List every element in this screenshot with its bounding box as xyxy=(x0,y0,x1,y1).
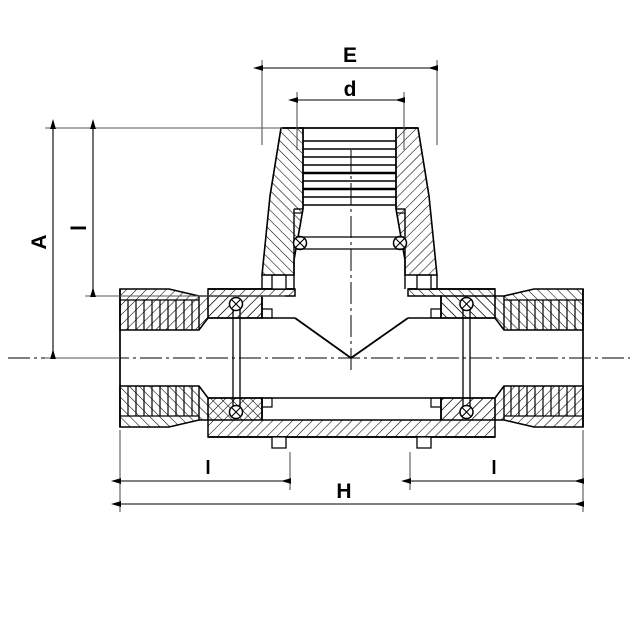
dimension-label-A: A xyxy=(28,234,51,249)
left-oring-pair xyxy=(228,296,244,420)
lug-upper-left xyxy=(271,274,287,290)
right-nut-flange-step-lower xyxy=(430,397,441,408)
left-nut-flange-step-lower xyxy=(262,397,273,408)
dimension-label-l-vertical: l xyxy=(68,225,91,231)
lug-upper-right xyxy=(416,274,432,290)
body-upper-wall-left xyxy=(207,288,296,319)
dimension-label-l-left: l xyxy=(205,458,210,479)
right-oring-upper xyxy=(459,296,474,312)
branch-nut-left-wall xyxy=(261,127,304,276)
body-lugs xyxy=(271,274,432,449)
dimension-label-E: E xyxy=(343,44,357,67)
dimension-d xyxy=(288,92,405,150)
left-nut-thread-lower xyxy=(120,386,199,417)
right-oring-pair xyxy=(459,296,474,420)
right-nut-thread-upper xyxy=(504,299,583,330)
branch-oring-left xyxy=(292,235,308,251)
centerline-group xyxy=(8,150,630,372)
branch-flange-left xyxy=(269,127,282,197)
right-oring-lower xyxy=(459,404,474,420)
left-nut-thread-upper xyxy=(120,299,199,330)
dimension-label-d: d xyxy=(344,78,357,101)
branch-vee-junction xyxy=(294,317,409,360)
left-oring-lower xyxy=(228,404,244,420)
dimension-label-H: H xyxy=(336,480,351,503)
dimension-l-left xyxy=(111,430,291,512)
dimension-l-vertical xyxy=(85,119,285,297)
left-nut-flange-step xyxy=(262,308,273,319)
right-nut-thread-lower xyxy=(504,386,583,417)
body-lower-wall xyxy=(207,397,496,438)
body-upper-wall-right xyxy=(407,288,496,319)
branch-nut-right-wall xyxy=(395,127,438,276)
dimension-label-l-right: l xyxy=(491,458,496,479)
dimension-E xyxy=(253,60,438,145)
lug-lower-right xyxy=(416,436,432,449)
lug-lower-left xyxy=(271,436,287,449)
branch-oring-right xyxy=(392,235,408,251)
left-oring-upper xyxy=(228,296,244,312)
branch-outlet xyxy=(261,127,438,289)
dimension-l-right xyxy=(401,430,584,512)
right-nut-flange-step xyxy=(430,308,441,319)
branch-thread-rings xyxy=(303,140,396,206)
branch-flange-right xyxy=(417,127,430,197)
